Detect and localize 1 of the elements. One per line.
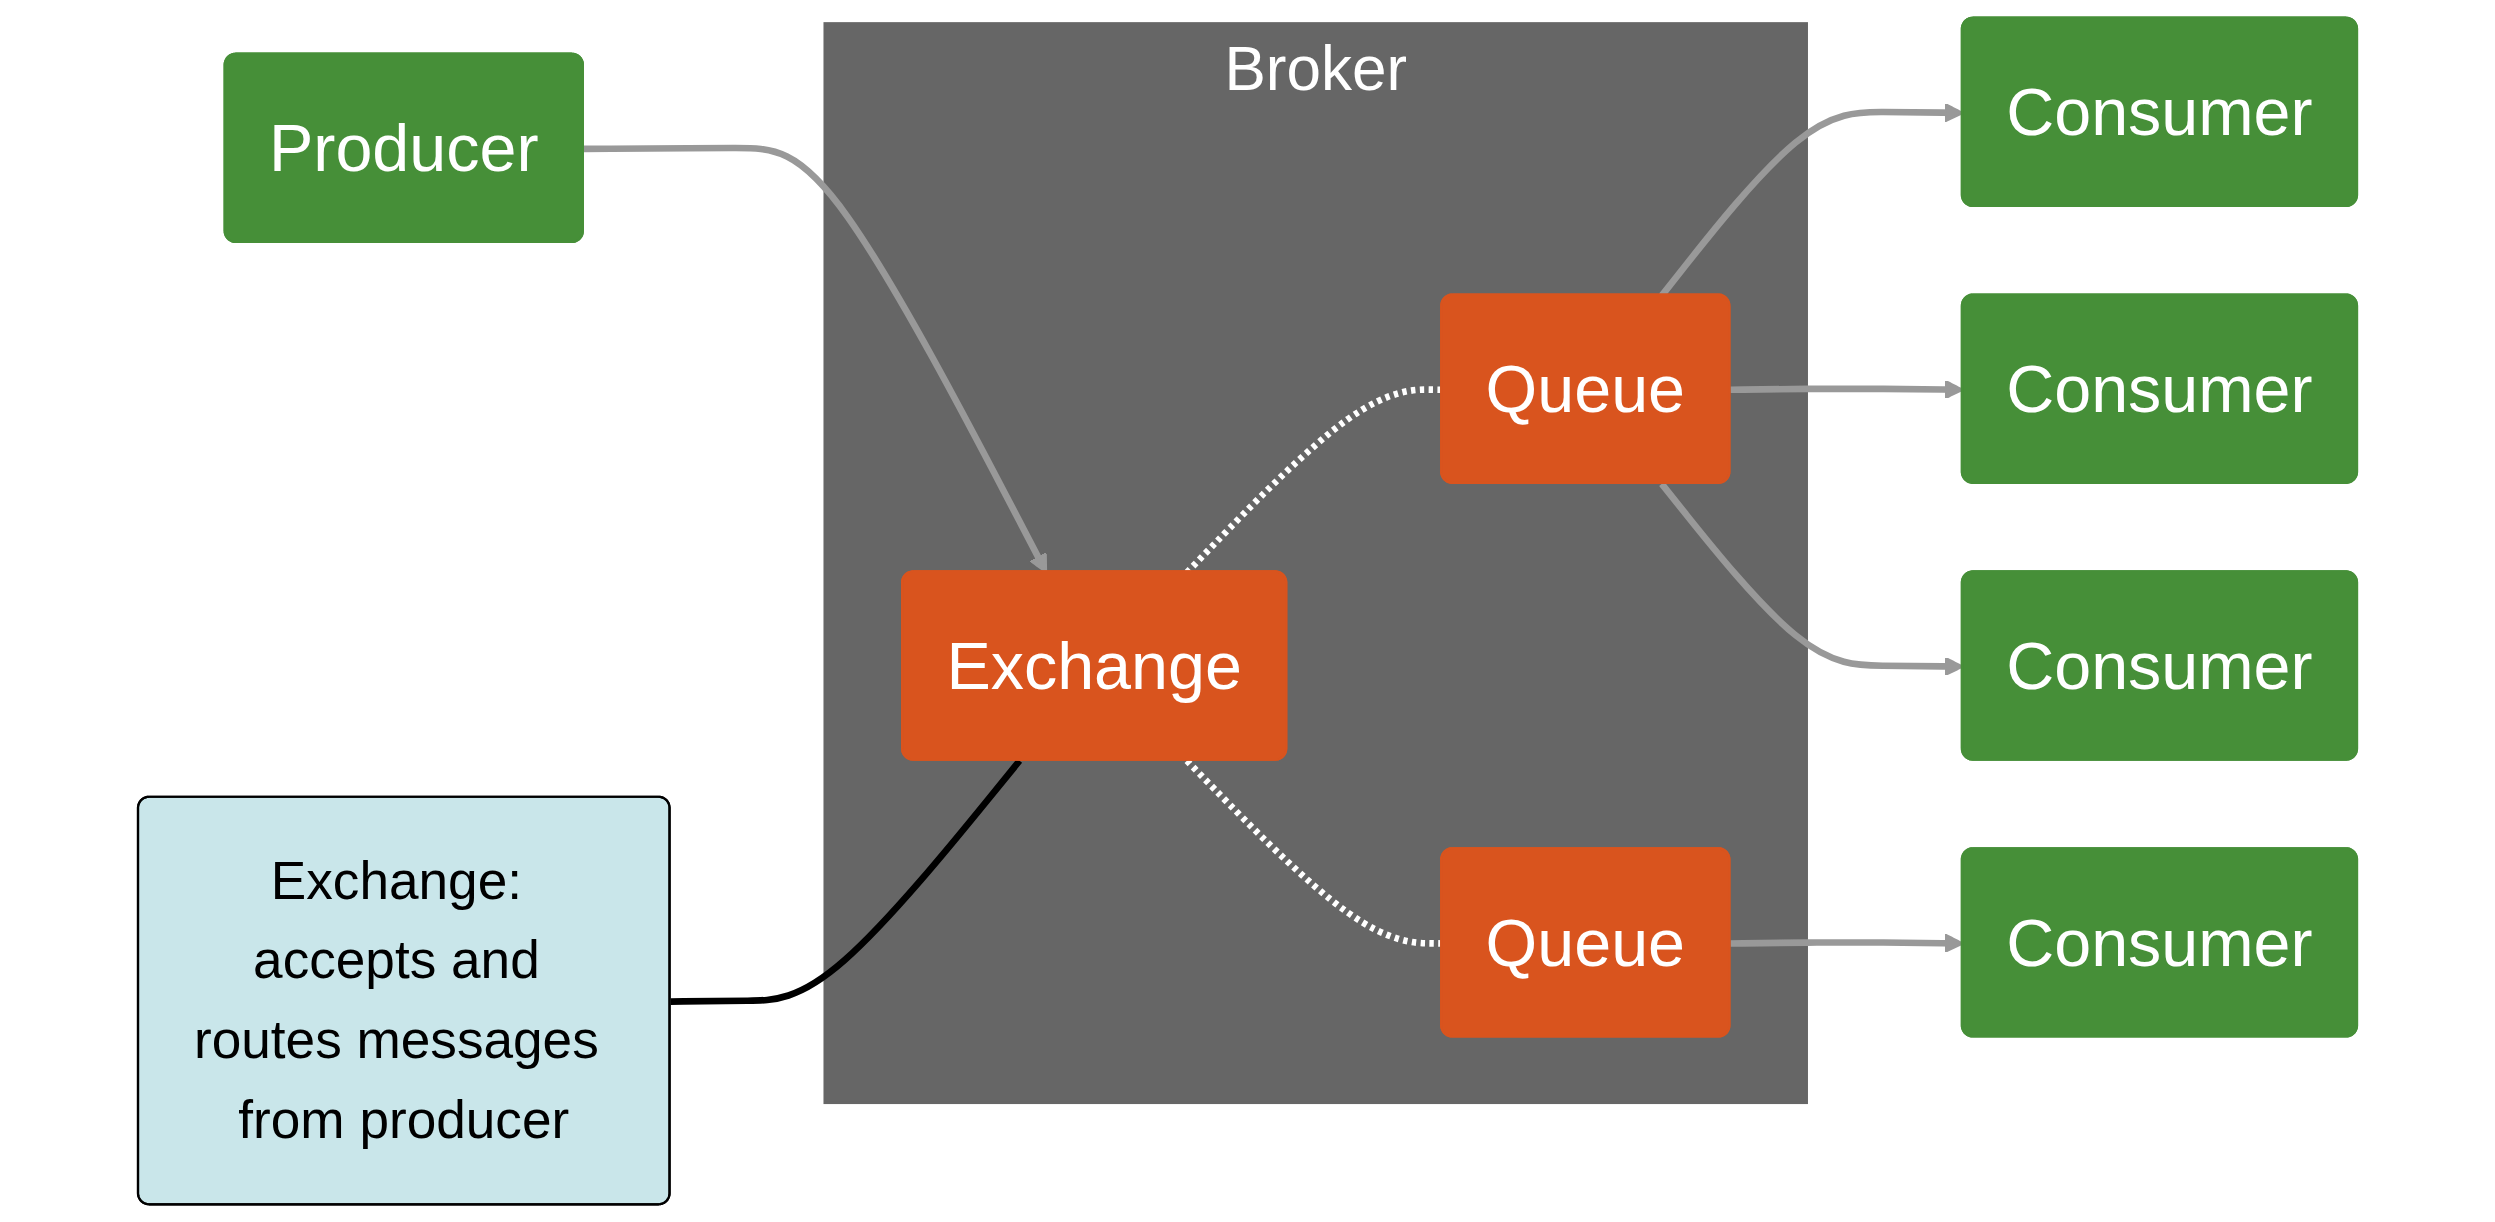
connector xyxy=(1184,758,1443,947)
